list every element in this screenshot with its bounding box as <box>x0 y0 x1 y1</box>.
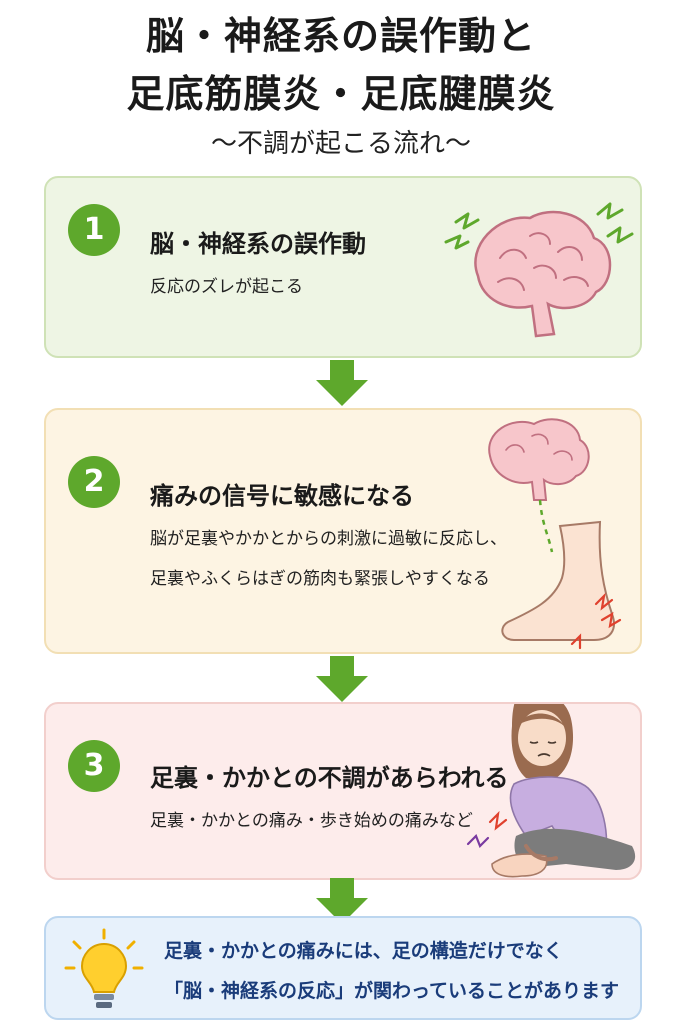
step-3-number: 3 <box>68 740 120 792</box>
step-2-body-line-1: 脳が足裏やかかとからの刺激に過敏に反応し、 <box>150 529 507 549</box>
step-3-heading: 足裏・かかとの不調があらわれる <box>150 764 509 792</box>
note-card: 足裏・かかとの痛みには、足の構造だけでなく 「脳・神経系の反応」が関わっているこ… <box>44 916 642 1020</box>
note-line-2: 「脳・神経系の反応」が関わっていることがあります <box>164 980 620 1002</box>
step-3-body-line-1: 足裏・かかとの痛み・歩き始めの痛みなど <box>150 811 473 831</box>
page-title-line-2: 足底筋膜炎・足底腱膜炎 <box>126 72 556 116</box>
step-1-heading: 脳・神経系の誤作動 <box>150 230 366 258</box>
foot-illustration <box>488 418 622 650</box>
page-title-line-1: 脳・神経系の誤作動と <box>145 14 536 58</box>
page-subtitle: ～不調が起こる流れ～ <box>210 129 471 159</box>
arrow-down-icon <box>316 360 368 406</box>
step-2-body-line-2: 足裏やふくらはぎの筋肉も緊張しやすくなる <box>150 569 490 589</box>
arrow-down-icon <box>316 878 368 924</box>
brain-icon <box>444 202 634 338</box>
woman-holding-foot-illustration <box>466 704 636 878</box>
step-1-body-line-1: 反応のズレが起こる <box>150 277 303 297</box>
arrow-down-icon <box>316 656 368 702</box>
step-1-card: 1 脳・神経系の誤作動 反応のズレが起こる <box>44 176 642 358</box>
lightbulb-icon <box>64 928 144 1008</box>
step-3-card: 3 足裏・かかとの不調があらわれる 足裏・かかとの痛み・歩き始めの痛みなど <box>44 702 642 880</box>
step-2-card: 2 痛みの信号に敏感になる 脳が足裏やかかとからの刺激に過敏に反応し、 足裏やふ… <box>44 408 642 654</box>
step-2-heading: 痛みの信号に敏感になる <box>150 482 414 510</box>
step-2-number: 2 <box>68 456 120 508</box>
note-line-1: 足裏・かかとの痛みには、足の構造だけでなく <box>164 940 563 962</box>
step-1-number: 1 <box>68 204 120 256</box>
